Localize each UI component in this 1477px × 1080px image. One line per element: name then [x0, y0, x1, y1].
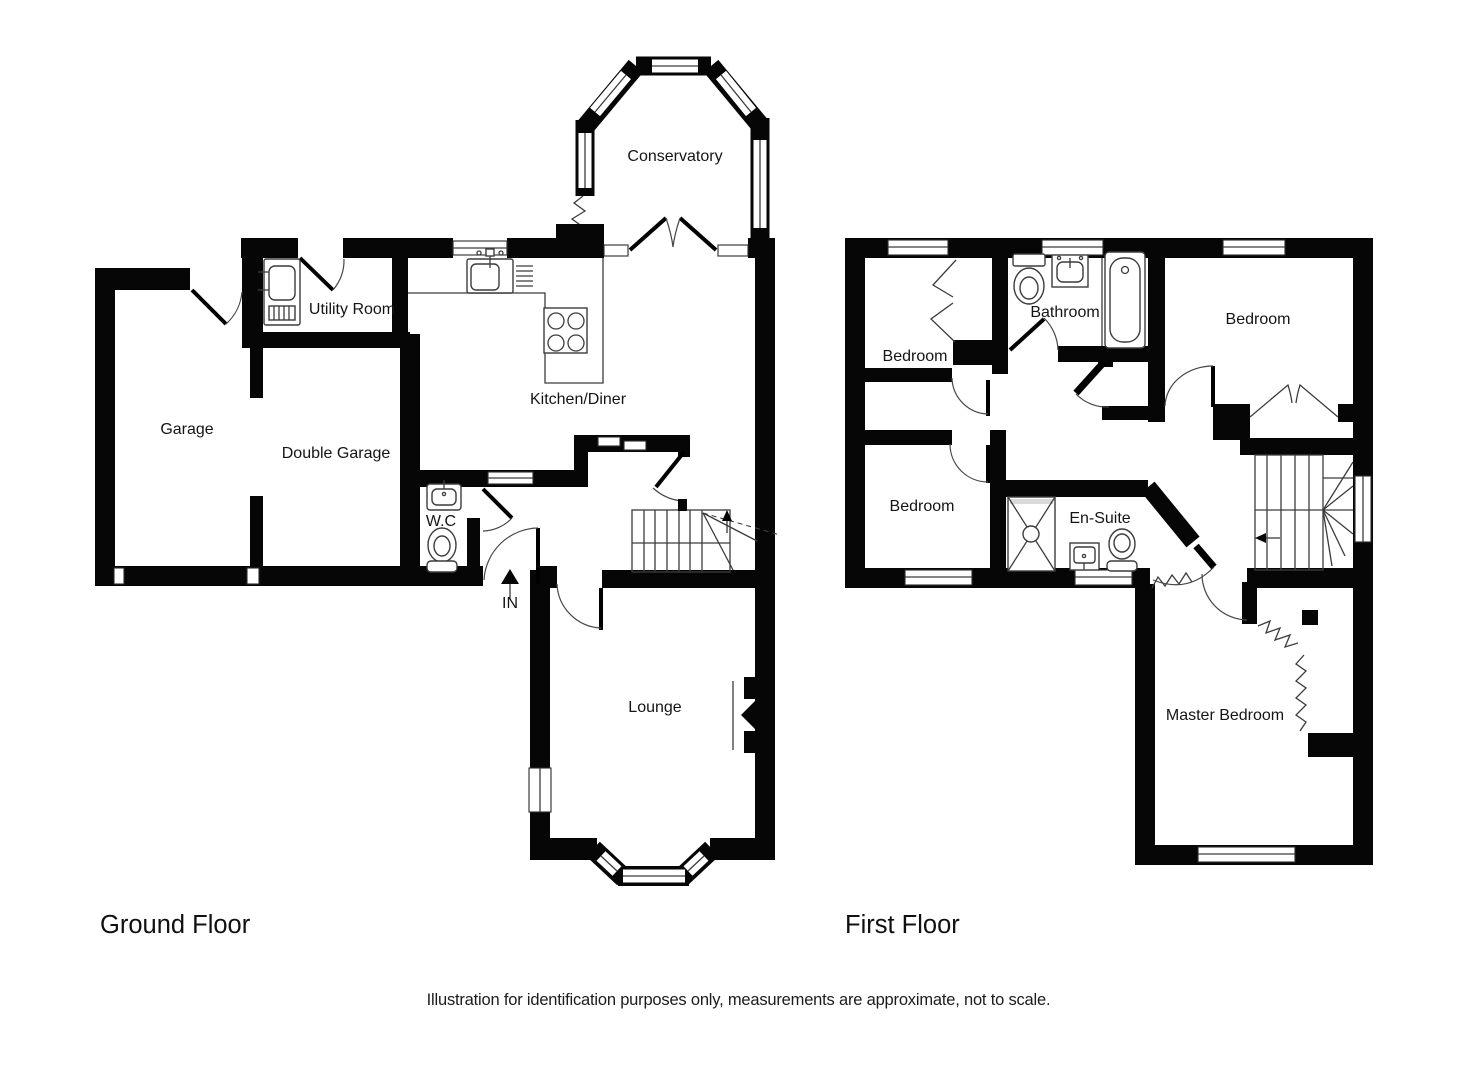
- bay-window: [586, 841, 719, 886]
- room-label-en-suite: En-Suite: [1069, 510, 1131, 527]
- wardrobe-front-symbol: [1257, 619, 1299, 649]
- kitchen-sink-icon: [466, 248, 533, 294]
- room-label-bathroom: Bathroom: [1030, 304, 1100, 321]
- ground-floor-plan: [95, 56, 781, 886]
- room-label-utility-room: Utility Room: [308, 301, 396, 318]
- first-floor-title: First Floor: [845, 911, 960, 939]
- entrance-label: IN: [502, 595, 518, 612]
- ensuite-sink-icon: [1069, 542, 1100, 571]
- ground-stairs-icon: [631, 499, 781, 573]
- fireplace-icon: [732, 677, 757, 753]
- bedroom-wardrobe-doors: [929, 259, 1339, 418]
- wc-sink-icon: [426, 480, 462, 511]
- wc-toilet-icon: [426, 527, 458, 573]
- room-label-bedroom-top-left: Bedroom: [882, 348, 948, 365]
- room-label-double-garage: Double Garage: [281, 445, 391, 462]
- room-label-conservatory: Conservatory: [627, 148, 723, 165]
- room-label-bedroom-bottom-left: Bedroom: [889, 498, 955, 515]
- bathroom-toilet-icon: [1012, 253, 1046, 305]
- first-interior-walls: [845, 250, 1353, 757]
- bathroom-sink-icon: [1051, 254, 1089, 288]
- bath-icon: [1104, 251, 1146, 349]
- room-label-lounge: Lounge: [628, 699, 682, 716]
- ground-floor-title: Ground Floor: [100, 911, 251, 939]
- room-label-master-bedroom: Master Bedroom: [1165, 707, 1285, 724]
- wall-break-symbol: [1151, 571, 1193, 589]
- disclaimer-text: Illustration for identification purposes…: [426, 991, 1051, 1009]
- ensuite-toilet-icon: [1106, 528, 1138, 572]
- ground-door-swings: [190, 216, 718, 630]
- first-floor-stairs-icon: [1254, 454, 1354, 571]
- utility-sink-icon: [258, 258, 301, 326]
- conservatory-windows: [578, 59, 767, 228]
- conservatory-walls: [556, 56, 770, 258]
- first-door-swings: [949, 317, 1248, 621]
- first-floor-plan: [845, 238, 1373, 865]
- shower-icon: [1007, 496, 1056, 572]
- room-label-garage: Garage: [160, 421, 214, 438]
- hob-icon: [543, 307, 588, 354]
- wardrobe-front-symbol: [1294, 654, 1308, 732]
- first-exterior-walls: [845, 238, 1373, 865]
- room-label-wc: W.C: [425, 513, 457, 530]
- room-label-bedroom-top-right: Bedroom: [1225, 311, 1291, 328]
- entrance-arrow-icon: [501, 569, 519, 599]
- room-label-kitchen-diner: Kitchen/Diner: [529, 391, 627, 408]
